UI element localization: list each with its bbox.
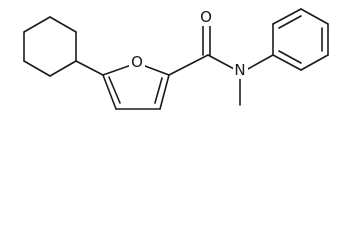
amide-nitrogen-label: N — [234, 61, 245, 79]
cyclohexane-ring — [23, 16, 77, 77]
furan-carbonyl-bond — [168, 54, 209, 76]
carbonyl-double-bond — [202, 23, 211, 56]
n-phenyl-bond — [245, 54, 274, 71]
ring-oxygen-label: O — [131, 53, 143, 71]
cyclohexyl-furan-bond — [75, 60, 104, 76]
carbonyl-nitrogen-bond — [207, 54, 237, 71]
chemical-structure: O O N — [23, 8, 329, 110]
phenyl-ring — [272, 8, 329, 71]
carbonyl-oxygen-label: O — [200, 8, 212, 26]
